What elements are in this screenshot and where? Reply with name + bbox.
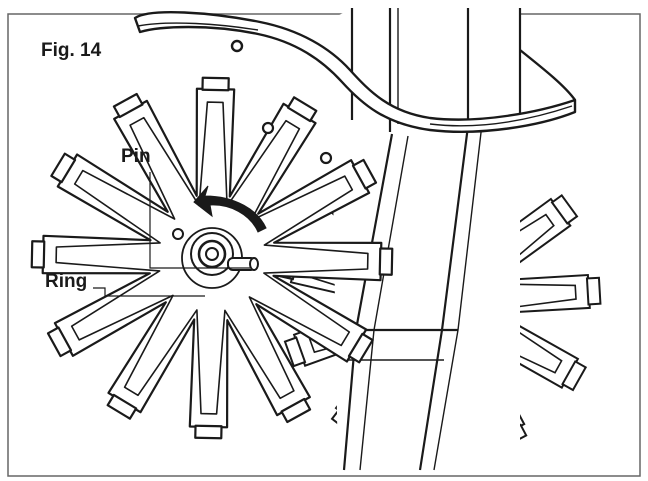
figure-title: Fig. 14 <box>41 40 102 61</box>
tine-tip <box>561 360 588 392</box>
tine-tip <box>30 240 46 269</box>
tine-tip <box>286 96 318 123</box>
tine-tip <box>283 336 307 368</box>
tine-tip <box>112 92 144 119</box>
wheel-hub <box>172 185 267 289</box>
bolt-hole <box>319 151 333 165</box>
hitch-pin <box>172 228 259 271</box>
tine-tip <box>280 397 312 424</box>
pin-label: Pin <box>121 146 151 167</box>
tine-tip <box>585 276 602 306</box>
shaft-housing <box>330 8 522 471</box>
tine-tip <box>378 247 394 276</box>
tine-tip <box>50 152 77 184</box>
ring-label: Ring <box>45 271 88 292</box>
tine-tip <box>201 76 230 92</box>
tine-tip <box>550 193 579 225</box>
rotation-arrow-icon <box>193 185 267 233</box>
tine-tip <box>351 158 378 190</box>
bolt-hole <box>261 121 275 135</box>
leader-lines <box>93 172 250 297</box>
tine-tip <box>347 332 374 364</box>
tine-tip <box>46 326 73 358</box>
tine-tip <box>194 424 223 440</box>
tine-tip <box>106 393 138 420</box>
top-flange <box>133 11 577 133</box>
